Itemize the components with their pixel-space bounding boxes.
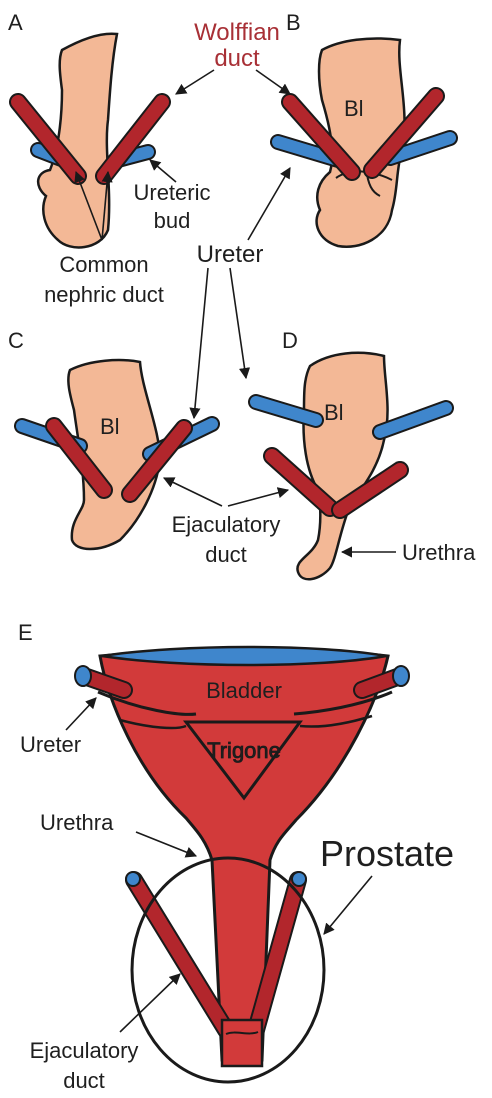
- label-bl-b: Bl: [344, 96, 364, 121]
- label-common-line-1: Common: [59, 252, 148, 277]
- label-bl-c: Bl: [100, 414, 120, 439]
- tissue-body-d: [297, 353, 387, 579]
- panel-label-d: D: [282, 328, 298, 353]
- label-prostate: Prostate: [320, 833, 454, 874]
- label-wolffian-line-2: duct: [214, 45, 260, 72]
- label-urethra-d: Urethra: [402, 540, 476, 565]
- label-ejaculatory-e-line-2: duct: [63, 1068, 105, 1093]
- label-ejaculatory-mid-line-1: Ejaculatory: [172, 512, 281, 537]
- panel-label-b: B: [286, 10, 301, 35]
- label-ejaculatory-e-line-1: Ejaculatory: [30, 1038, 139, 1063]
- label-ejaculatory-mid-line-2: duct: [205, 542, 247, 567]
- panel-label-a: A: [8, 10, 23, 35]
- label-ureteric-line-2: bud: [154, 208, 191, 233]
- label-common-line-2: nephric duct: [44, 282, 164, 307]
- panel-b: [278, 38, 450, 246]
- panel-a: [18, 34, 162, 248]
- label-ureter-e: Ureter: [20, 732, 81, 757]
- label-bladder: Bladder: [206, 678, 282, 703]
- label-wolffian-line-1: Wolffian: [194, 19, 280, 46]
- label-urethra-e: Urethra: [40, 810, 114, 835]
- label-bl-d: Bl: [324, 400, 344, 425]
- panel-label-c: C: [8, 328, 24, 353]
- label-ureter-top: Ureter: [197, 241, 264, 268]
- panel-label-e: E: [18, 620, 33, 645]
- label-trigone: Trigone: [207, 738, 281, 763]
- label-ureteric-line-1: Ureteric: [133, 180, 210, 205]
